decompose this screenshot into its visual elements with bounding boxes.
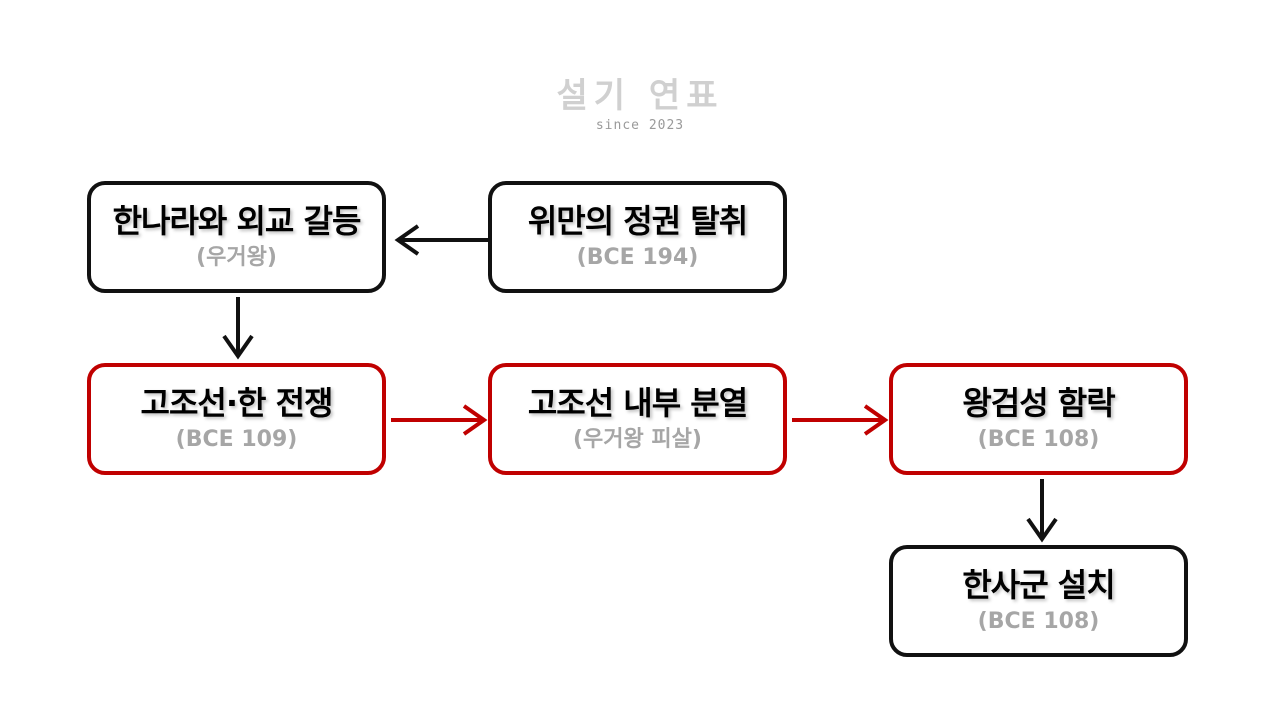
arrowhead-wiman-to-han-conflict (394, 224, 420, 256)
node-title: 고조선·한 전쟁 (140, 384, 334, 422)
node-commanderies: 한사군 설치 (BCE 108) (889, 545, 1188, 657)
node-war: 고조선·한 전쟁 (BCE 109) (87, 363, 386, 475)
arrowhead-split-to-fall (863, 404, 889, 436)
node-subtitle: (BCE 109) (175, 427, 298, 452)
node-title: 왕검성 함락 (962, 384, 1115, 422)
arrowhead-han-conflict-to-war (222, 334, 254, 360)
arrowhead-fall-to-commanderies (1026, 517, 1058, 543)
node-subtitle: (BCE 108) (977, 609, 1100, 634)
node-subtitle: (BCE 108) (977, 427, 1100, 452)
node-title: 한나라와 외교 갈등 (112, 202, 362, 240)
node-wiman: 위만의 정권 탈취 (BCE 194) (488, 181, 787, 293)
node-han-conflict: 한나라와 외교 갈등 (우거왕) (87, 181, 386, 293)
node-subtitle: (BCE 194) (576, 245, 699, 270)
logo-title: 설기 연표 (556, 76, 724, 116)
logo: 설기 연표 since 2023 (540, 76, 740, 133)
node-title: 고조선 내부 분열 (527, 384, 748, 422)
node-fall: 왕검성 함락 (BCE 108) (889, 363, 1188, 475)
arrowhead-war-to-split (462, 404, 488, 436)
node-split: 고조선 내부 분열 (우거왕 피살) (488, 363, 787, 475)
logo-subtitle: since 2023 (595, 118, 685, 133)
node-title: 위만의 정권 탈취 (527, 202, 748, 240)
node-subtitle: (우거왕) (196, 245, 277, 270)
node-subtitle: (우거왕 피살) (573, 427, 702, 452)
node-title: 한사군 설치 (962, 566, 1115, 604)
